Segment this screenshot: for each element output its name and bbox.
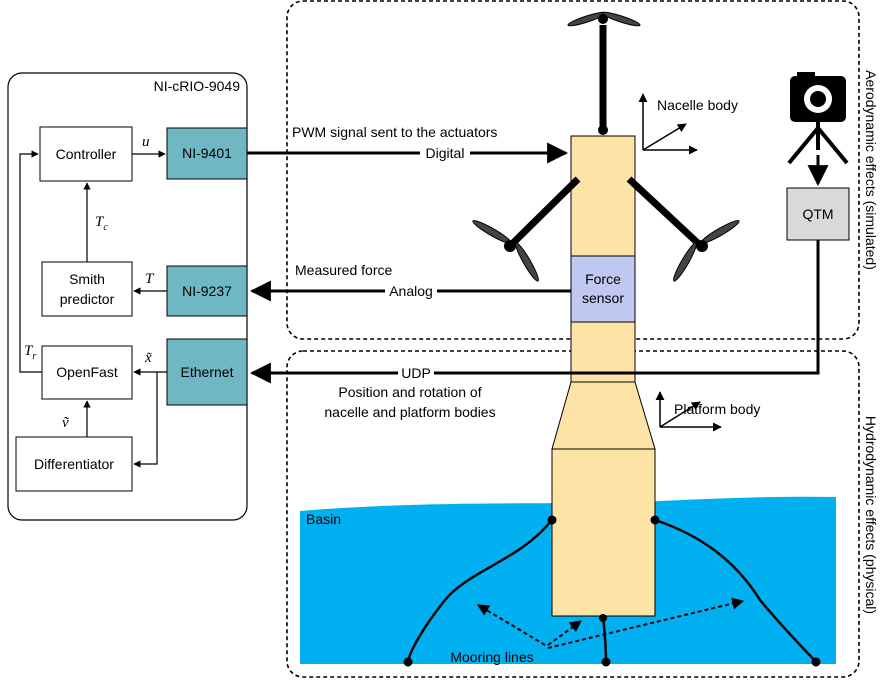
differentiator-box [15,436,133,492]
controller-label: Controller [56,146,117,162]
sym-u: u [142,134,150,150]
mooring-pointer-arrows [476,597,745,649]
mooring-lines [403,515,821,667]
crio-title: NI-cRIO-9049 [154,78,241,94]
openfast-label: OpenFast [56,364,118,380]
tower-transition [551,381,656,450]
ni9237-label: NI-9237 [182,283,232,299]
mooring-label: Mooring lines [450,649,533,665]
basin-label: Basin [306,511,341,527]
controller-box [39,126,133,182]
force-sensor-label-2: sensor [582,290,624,306]
ni9401-box [166,127,248,180]
nacelle-axes [638,93,698,155]
digital-label: Digital [426,145,465,161]
sym-tr: Tr [24,343,36,362]
smith-label-1: Smith [69,271,105,287]
qtm-label: QTM [802,206,833,222]
ni9401-label: NI-9401 [182,145,232,161]
sym-v: ṽ [62,415,70,431]
sym-x: x̃ [144,350,152,366]
nacelle-body-label: Nacelle body [657,97,738,113]
differentiator-label: Differentiator [34,456,114,472]
ethernet-box [166,338,248,406]
pos-rot-label-1: Position and rotation of [338,384,481,400]
platform-axes [655,391,722,432]
udp-line [249,240,820,384]
force-sensor [570,255,636,323]
measured-force-label: Measured force [295,262,392,278]
aero-side-label: Aerodynamic effects (simulated) [863,70,879,270]
force-sensor-label-1: Force [585,271,621,287]
platform-base [551,448,656,617]
ethernet-label: Ethernet [181,364,234,380]
rotor-icon [472,11,740,282]
analog-label: Analog [389,283,433,299]
openfast-box [41,345,133,400]
platform-body-label: Platform body [674,401,760,417]
camera-icon [787,72,849,165]
tr-arrow [19,150,42,373]
qtm-box [786,187,850,241]
hydro-side-label: Hydrodynamic effects (physical) [863,416,879,614]
pwm-label: PWM signal sent to the actuators [292,124,497,140]
sym-t: T [145,271,155,287]
tower-upper [570,135,636,257]
smith-label-2: predictor [60,291,115,307]
ni9237-box [166,265,248,317]
pos-rot-label-2: nacelle and platform bodies [324,404,495,420]
sym-tc: Tc [95,214,108,233]
x-to-diff-arrow [133,372,158,468]
smith-predictor-box [41,261,133,317]
udp-label: UDP [401,365,431,381]
